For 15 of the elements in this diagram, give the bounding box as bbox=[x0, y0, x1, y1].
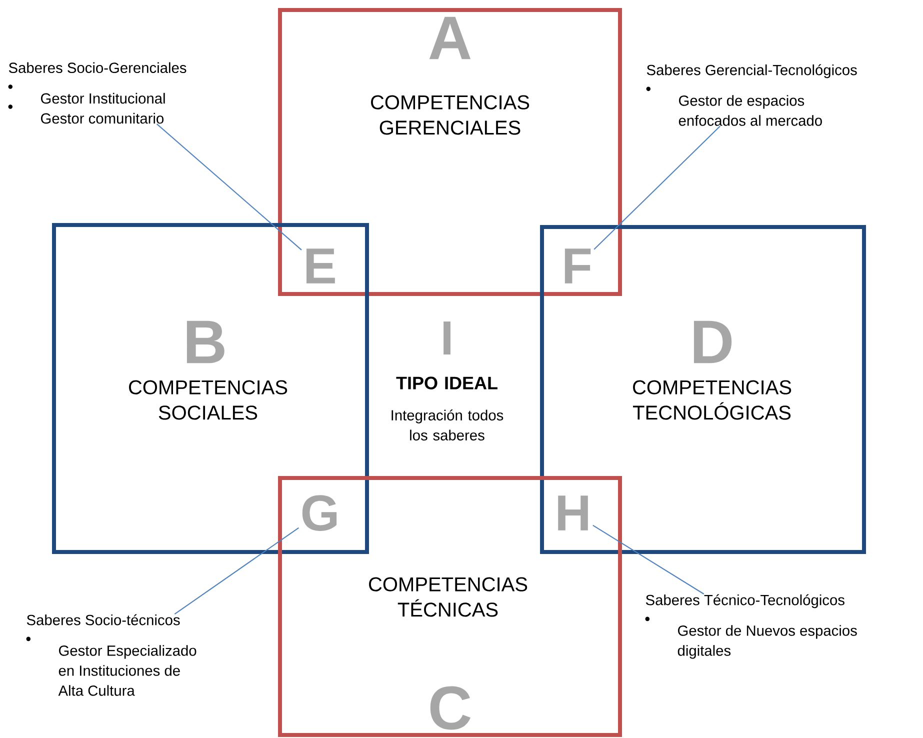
leader-line bbox=[592, 524, 704, 594]
leader-line bbox=[594, 126, 720, 250]
leader-line bbox=[174, 527, 299, 614]
callout-text: Saberes Socio-técnicos Gestor Especializado en Instituciones de Alta Cultura bbox=[26, 614, 196, 696]
title-text: TIPO IDEAL bbox=[396, 376, 498, 390]
description-text: Integración todos los saberes bbox=[392, 410, 504, 440]
leader-line bbox=[156, 124, 302, 250]
region-letter: G bbox=[302, 495, 337, 531]
callout-text: Saberes Técnico-Tecnológicos Gestor de Nuevos espacios digitales bbox=[645, 594, 857, 659]
region-letter: I bbox=[444, 322, 450, 355]
callout-text: Saberes Gerencial-Tecnológicos Gestor de espacios enfocados al mercado bbox=[646, 64, 857, 126]
callout-text: Saberes Socio-Gerenciales Gestor Institucional Gestor comunitario bbox=[8, 62, 186, 124]
region-letter: H bbox=[558, 496, 588, 530]
region-letter: E bbox=[306, 248, 335, 284]
region-letter: F bbox=[564, 248, 591, 284]
